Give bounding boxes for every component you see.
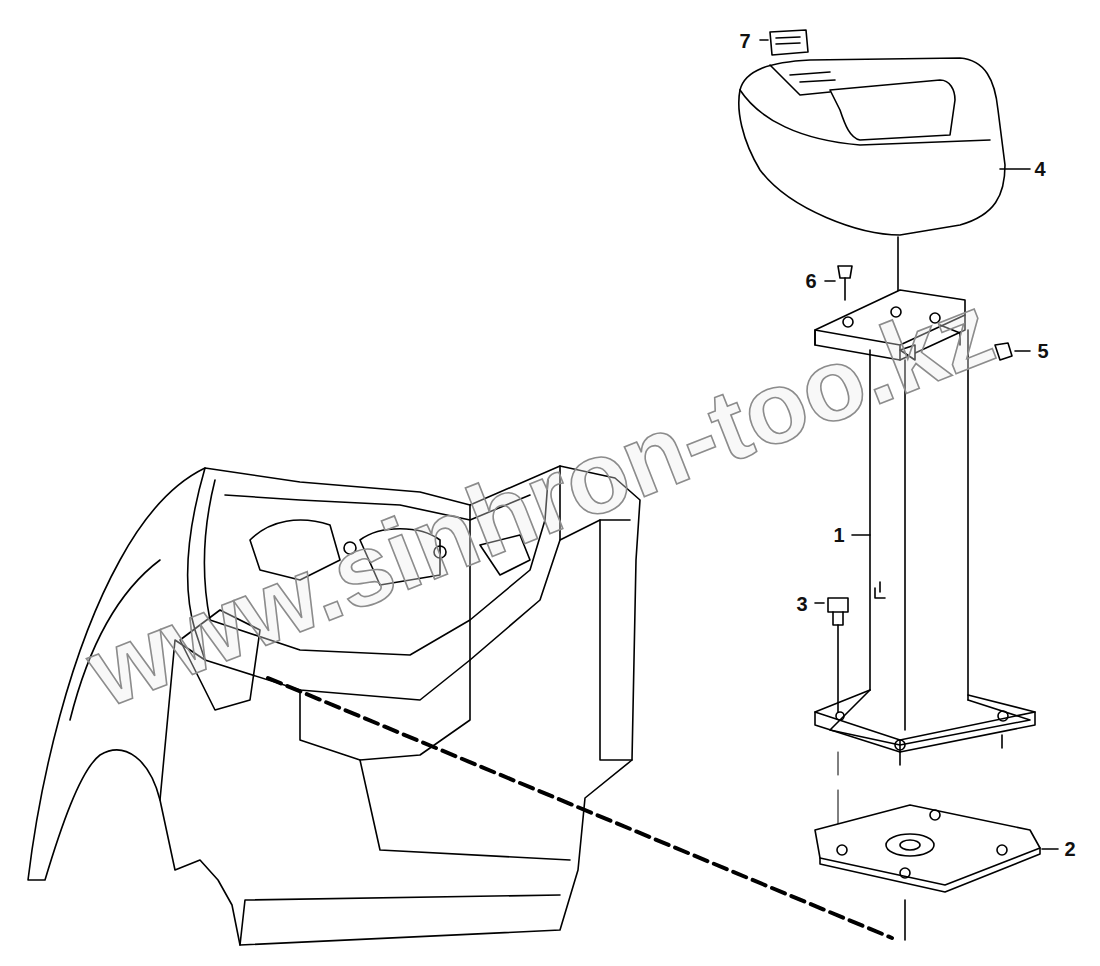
callout-number: 4 [1034,159,1045,179]
callout-number: 3 [796,594,807,614]
callout-number: 7 [739,31,750,51]
callout-number: 5 [1037,341,1048,361]
callout-number: 2 [1064,839,1075,859]
callout-number: 1 [833,525,844,545]
callout-number: 6 [805,271,816,291]
